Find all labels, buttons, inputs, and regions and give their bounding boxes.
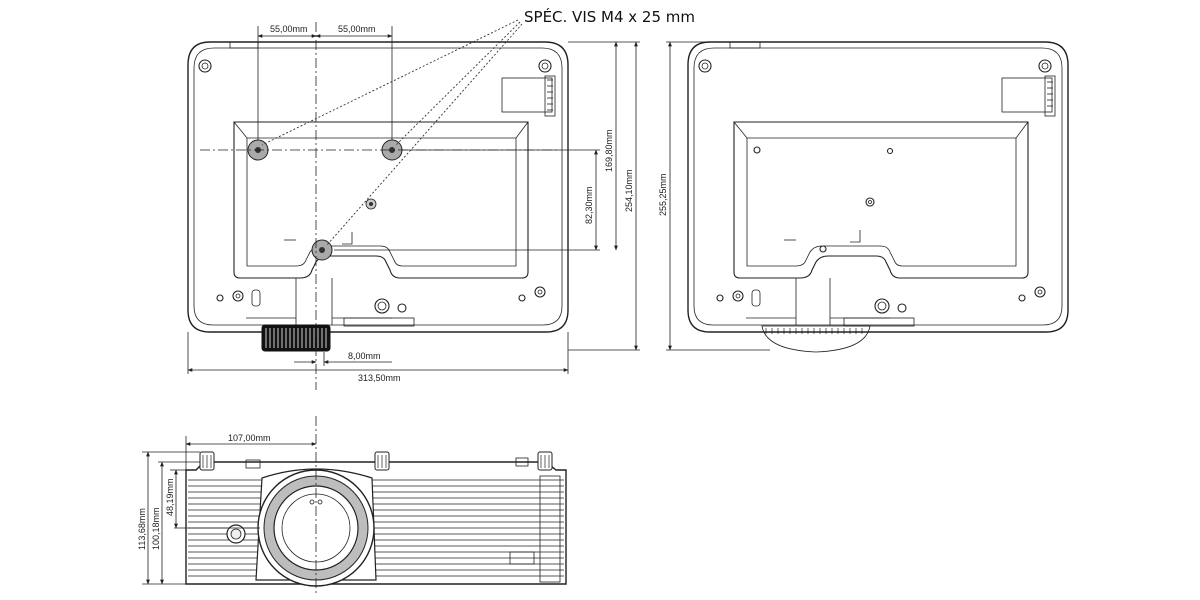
dim-313: 313,50mm (358, 373, 401, 383)
dim-169: 169,80mm (604, 129, 614, 172)
dim-8: 8,00mm (348, 351, 381, 361)
dim-113: 113,68mm (137, 508, 147, 550)
second-view: 255,25mm (658, 41, 1069, 353)
dim-100: 100,18mm (151, 507, 161, 550)
dim-107: 107,00mm (228, 433, 271, 443)
dim-255: 255,25mm (658, 173, 668, 216)
dim-254: 254,10mm (624, 169, 634, 212)
bottom-view: 55,00mm 55,00mm 82,30mm 169,80mm 254,10m… (187, 7, 695, 390)
dim-48: 48,19mm (165, 478, 175, 516)
dim-82: 82,30mm (584, 186, 594, 224)
dim-55-right: 55,00mm (338, 24, 376, 34)
front-view: 107,00mm 113,68mm 100,18mm 48,19mm (137, 416, 567, 594)
dim-55-left: 55,00mm (270, 24, 308, 34)
screw-spec-callout: SPÉC. VIS M4 x 25 mm (524, 7, 695, 26)
